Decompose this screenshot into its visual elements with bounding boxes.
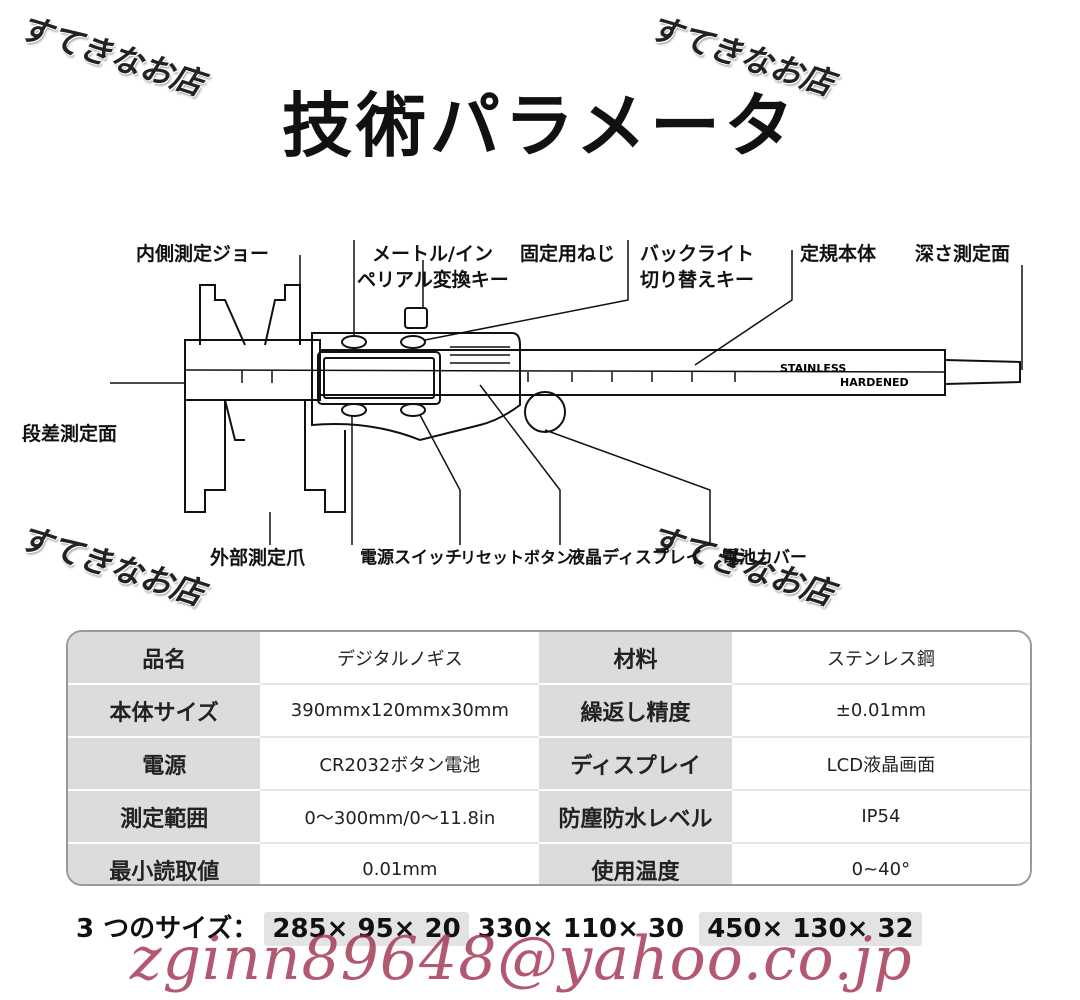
spec-key: 繰返し精度 [539, 683, 732, 737]
unit-key [341, 335, 367, 349]
spec-value: 0~40° [731, 842, 1030, 884]
backlight-key [400, 335, 426, 349]
sizes-label: 3 つのサイズ： [76, 914, 259, 944]
label-unit-key: メートル/イン [372, 243, 493, 265]
fixed-head [184, 339, 321, 401]
table-row: 本体サイズ 390mmx120mmx30mm 繰返し精度 ±0.01mm [68, 683, 1030, 737]
spec-key: 測定範囲 [68, 789, 261, 843]
table-row: 最小読取値 0.01mm 使用温度 0~40° [68, 842, 1030, 884]
engraving-text: STAINLESS [780, 362, 846, 375]
spec-key: ディスプレイ [539, 736, 732, 790]
spec-table: 品名 デジタルノギス 材料 ステンレス鋼 本体サイズ 390mmx120mmx3… [66, 630, 1032, 886]
spec-value: IP54 [731, 789, 1030, 843]
spec-key: 最小読取値 [68, 842, 261, 884]
table-row: 電源 CR2032ボタン電池 ディスプレイ LCD液晶画面 [68, 736, 1030, 790]
spec-key: 電源 [68, 736, 261, 790]
label-depth-face: 深さ測定面 [915, 243, 1011, 265]
table-row: 品名 デジタルノギス 材料 ステンレス鋼 [68, 632, 1030, 684]
spec-value: 390mmx120mmx30mm [260, 683, 540, 737]
lcd-screen [323, 357, 435, 399]
caliper-diagram: STAINLESS HARDENED [110, 240, 1023, 545]
label-lock-screw: 固定用ねじ [520, 243, 616, 265]
label-power-switch: 電源スイッチ [360, 548, 462, 568]
label-outer-jaw: 外部測定爪 [210, 547, 306, 569]
main-beam [320, 349, 946, 396]
spec-value: デジタルノギス [260, 632, 540, 684]
spec-value: ステンレス鋼 [731, 632, 1030, 684]
spec-value: CR2032ボタン電池 [260, 736, 540, 790]
inner-jaw-sliding [264, 284, 301, 346]
spec-value: 0.01mm [260, 842, 540, 884]
page-title: 技術パラメータ [282, 85, 798, 167]
contact-email-watermark: zginn89648@yahoo.co.jp [130, 924, 913, 994]
inner-jaw-fixed [199, 284, 246, 346]
label-backlight-key: 切り替えキー [640, 269, 755, 291]
outer-jaw-fixed [184, 398, 226, 513]
label-lcd: 液晶ディスプレイ [568, 548, 703, 568]
size-option: 330× 110× 30 [477, 914, 685, 944]
size-option: 285× 95× 20 [264, 912, 469, 946]
label-backlight-key: バックライト [640, 243, 755, 265]
engraving-text: HARDENED [840, 376, 909, 389]
spec-key: 防塵防水レベル [539, 789, 732, 843]
size-option: 450× 130× 32 [699, 912, 922, 946]
spec-key: 使用温度 [539, 842, 732, 884]
spec-key: 本体サイズ [68, 683, 261, 737]
spec-key: 材料 [539, 632, 732, 684]
spec-value: 0～300mm/0～11.8in [260, 789, 540, 843]
label-main-scale: 定規本体 [800, 243, 877, 265]
depth-rod [944, 359, 1021, 385]
battery-cover [524, 391, 566, 433]
label-inner-jaw: 内側測定ジョー [136, 243, 270, 265]
reset-button [400, 403, 426, 417]
outer-jaw-sliding [304, 400, 346, 513]
spec-value: ±0.01mm [731, 683, 1030, 737]
lock-screw [404, 307, 428, 329]
sizes-line: 3 つのサイズ：285× 95× 20 330× 110× 30 450× 13… [76, 908, 922, 946]
lcd-frame [317, 351, 441, 405]
label-battery-cover: 電池カバー [722, 548, 807, 568]
label-reset-button: リセットボタン [460, 548, 573, 567]
power-button [341, 403, 367, 417]
table-row: 測定範囲 0～300mm/0～11.8in 防塵防水レベル IP54 [68, 789, 1030, 843]
spec-value: LCD液晶画面 [731, 736, 1030, 790]
label-unit-key: ペリアル変換キー [357, 269, 509, 291]
label-step-face: 段差測定面 [22, 423, 118, 445]
slider-body [311, 332, 521, 442]
spec-key: 品名 [68, 632, 261, 684]
